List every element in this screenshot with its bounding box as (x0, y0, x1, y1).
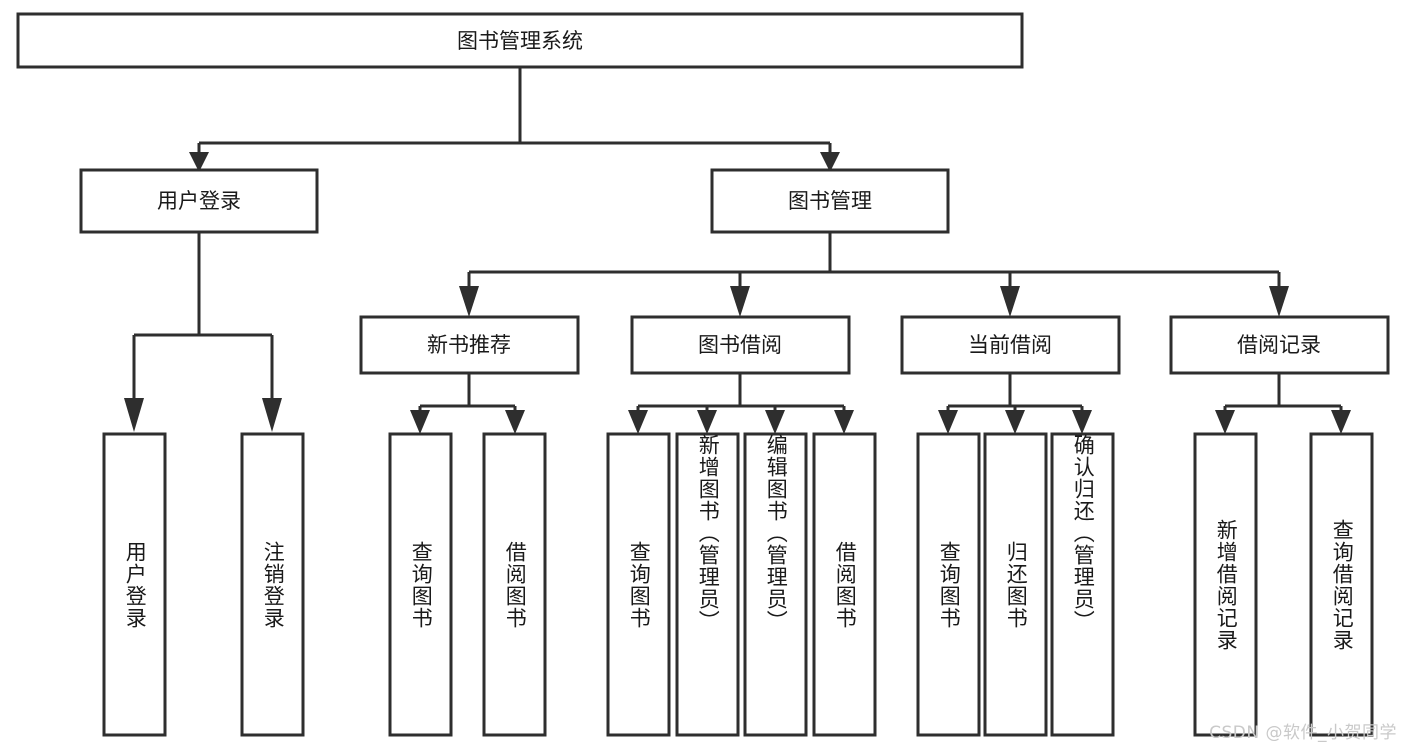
arrow-to-user-login (189, 152, 209, 172)
csdn-watermark: CSDN @软件_小贺同学 (1209, 723, 1397, 743)
arrow-to-leaf-query-book-1 (410, 410, 430, 434)
node-leaf-query-book-3-box[interactable] (916, 432, 981, 737)
node-leaf-return-book-box[interactable] (983, 432, 1048, 737)
arrow-to-leaf-query-book-2 (628, 410, 648, 434)
arrow-to-leaf-user-login (124, 398, 144, 432)
nodes: 图书管理系统 用户登录 图书管理 新书推荐 图书借阅 当前借阅 借阅记录 (16, 12, 1390, 737)
arrow-to-leaf-borrow-book-1 (505, 410, 525, 434)
node-user-login-label: 用户登录 (157, 189, 241, 213)
arrow-to-leaf-query-book-3 (938, 410, 958, 434)
arrow-to-book-manage (820, 152, 840, 172)
arrow-to-book-borrow (730, 286, 750, 317)
arrow-to-new-book-rec (459, 286, 479, 317)
arrow-to-leaf-confirm-return (1072, 410, 1092, 434)
node-leaf-logout-login-box[interactable] (240, 432, 305, 737)
arrow-to-leaf-return-book (1005, 410, 1025, 434)
arrow-to-borrow-record (1269, 286, 1289, 317)
arrow-to-current-borrow (1000, 286, 1020, 317)
node-leaf-borrow-book-2-box[interactable] (812, 432, 877, 737)
node-book-manage-label: 图书管理 (788, 189, 872, 213)
node-new-book-rec-box[interactable] (359, 315, 580, 375)
node-current-borrow-box[interactable] (900, 315, 1121, 375)
node-borrow-record-label: 借阅记录 (1237, 333, 1321, 357)
node-book-manage-box[interactable] (710, 168, 950, 234)
node-leaf-add-record-box[interactable] (1193, 432, 1258, 737)
node-new-book-rec-label: 新书推荐 (427, 333, 511, 357)
arrow-to-leaf-query-record (1331, 410, 1351, 434)
node-root-box[interactable] (16, 12, 1024, 69)
node-leaf-query-book-1-box[interactable] (388, 432, 453, 737)
arrow-to-leaf-logout-login (262, 398, 282, 432)
node-root-label: 图书管理系统 (457, 29, 583, 53)
node-leaf-query-book-2-box[interactable] (606, 432, 671, 737)
node-leaf-borrow-book-1-box[interactable] (482, 432, 547, 737)
node-leaf-edit-book-box[interactable] (743, 432, 808, 737)
node-leaf-query-record-box[interactable] (1309, 432, 1374, 737)
node-book-borrow-label: 图书借阅 (698, 333, 782, 357)
node-current-borrow-label: 当前借阅 (968, 333, 1052, 357)
node-user-login-box[interactable] (79, 168, 319, 234)
node-book-borrow-box[interactable] (630, 315, 851, 375)
arrow-to-leaf-borrow-book-2 (834, 410, 854, 434)
node-leaf-confirm-return-box[interactable] (1050, 432, 1115, 737)
node-leaf-user-login-box[interactable] (102, 432, 167, 737)
arrow-to-leaf-edit-book (765, 410, 785, 434)
node-leaf-add-book-box[interactable] (675, 432, 740, 737)
arrow-to-leaf-add-record (1215, 410, 1235, 434)
node-borrow-record-box[interactable] (1169, 315, 1390, 375)
connectors (124, 67, 1351, 434)
arrow-to-leaf-add-book (697, 410, 717, 434)
